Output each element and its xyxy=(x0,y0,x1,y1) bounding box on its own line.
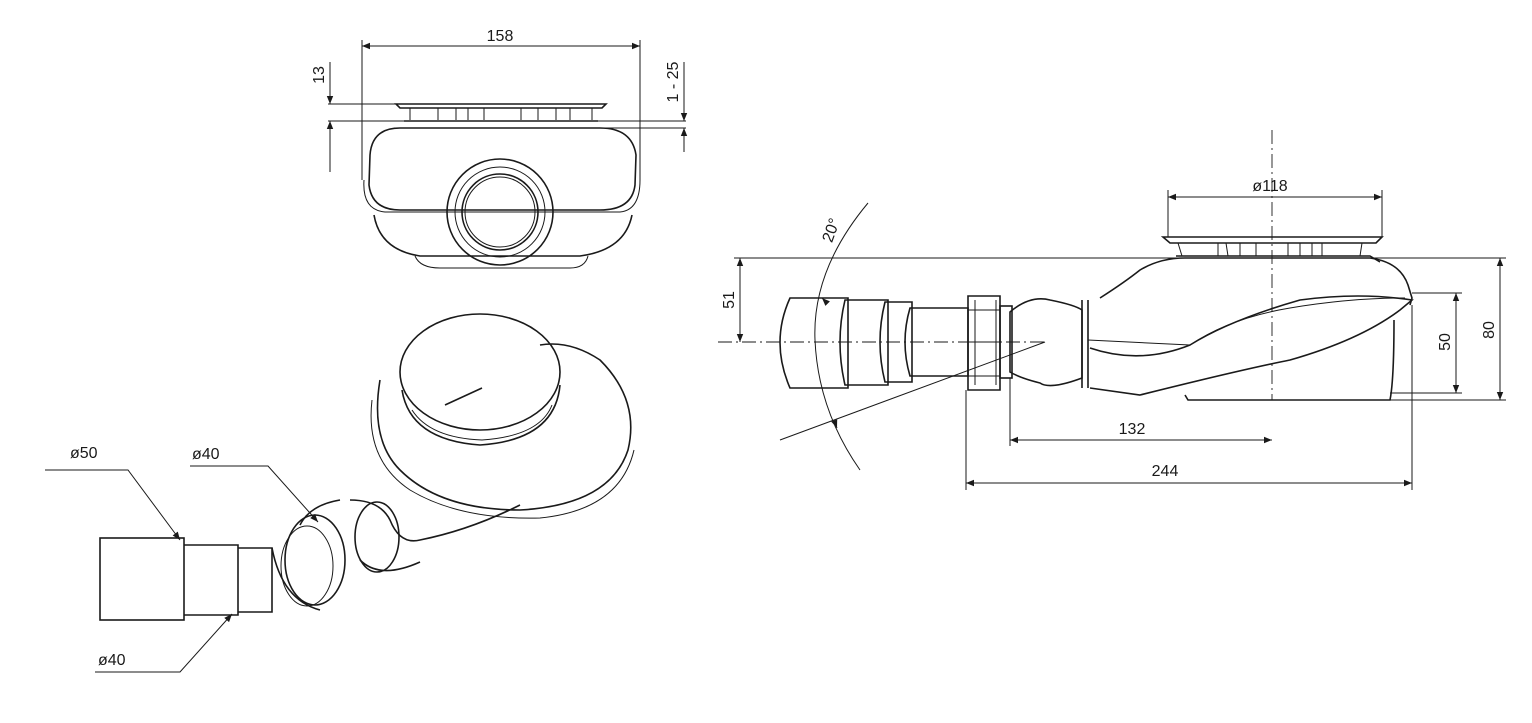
dim-label-total-length: 244 xyxy=(1152,463,1179,480)
dim-label-body-height: 50 xyxy=(1437,333,1454,351)
dimension-width: 158 xyxy=(361,28,641,180)
dim-label-outlet-height: 51 xyxy=(721,291,738,309)
callout-dia40-bottom: ø40 xyxy=(95,613,233,673)
top-view-body xyxy=(363,103,641,269)
dim-label-angle: 20° xyxy=(820,216,844,245)
dimension-grate-height: 13 xyxy=(311,62,404,172)
dimension-total-height: 80 xyxy=(1370,257,1506,401)
top-view: 158 13 1 - 25 xyxy=(311,28,688,269)
iso-view: ø50 ø40 ø40 xyxy=(45,313,635,673)
dim-label-total-height: 80 xyxy=(1481,321,1498,339)
dimension-total-length: 244 xyxy=(965,305,1413,490)
side-view: ø118 20° 51 50 80 132 xyxy=(718,130,1506,490)
side-view-body xyxy=(779,236,1414,401)
dim-label-grate-dia: ø118 xyxy=(1252,178,1287,195)
dimension-outlet-height: 51 xyxy=(721,257,1180,342)
dim-label-outlet-large: ø50 xyxy=(70,445,98,462)
dim-label-outlet-mid: ø40 xyxy=(192,446,220,463)
iso-view-body xyxy=(99,313,635,621)
callout-dia50: ø50 xyxy=(45,445,181,541)
callout-dia40-top: ø40 xyxy=(190,446,319,523)
dim-label-grate-height: 13 xyxy=(311,66,328,84)
dimension-grate-dia: ø118 xyxy=(1167,178,1383,237)
dimension-body-height: 50 xyxy=(1390,292,1462,394)
dimension-adjust-range: 1 - 25 xyxy=(598,61,688,152)
dimension-center-to-outlet: 132 xyxy=(1009,378,1272,446)
dim-label-outlet-small: ø40 xyxy=(98,652,126,669)
dim-label-width: 158 xyxy=(487,28,514,45)
dim-label-adjust-range: 1 - 25 xyxy=(665,61,682,102)
dim-label-center-to-outlet: 132 xyxy=(1119,421,1146,438)
